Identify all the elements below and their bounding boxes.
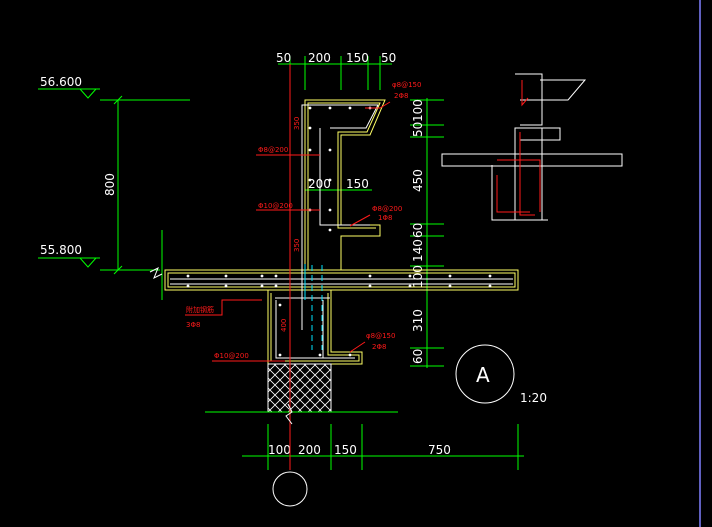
dim-mid-1: 200 (308, 177, 331, 191)
level-bottom-text: 55.800 (40, 243, 82, 257)
dim-top-2: 200 (308, 51, 331, 65)
leader-lines (185, 101, 391, 362)
foundation-hatch (267, 363, 332, 413)
section-label: A (476, 363, 490, 387)
axis-bubble (272, 471, 308, 507)
height-dimension: 800 (100, 95, 190, 275)
dim-right-2: 50 (411, 122, 425, 137)
rebar-label-1b: 2Φ8 (394, 92, 408, 100)
right-dimension-chain: 100 50 450 60 140 100 310 60 (410, 98, 444, 368)
rebar-label-5a: 附加钢筋 (186, 305, 214, 314)
dim-bottom-4: 750 (428, 443, 451, 457)
dim-bottom-1: 100 (268, 443, 291, 457)
dim-mid-2: 150 (346, 177, 369, 191)
dim-bottom-2: 200 (298, 443, 321, 457)
dim-right-6: 100 (411, 265, 425, 288)
dim-right-7: 310 (411, 309, 425, 332)
bottom-dimension-chain: 100 200 150 750 (242, 424, 524, 470)
red-dim-3: 400 (280, 319, 288, 332)
rebar-label-6a: φ8@150 (366, 332, 395, 340)
rebar-label-7: Φ10@200 (214, 352, 249, 360)
level-marker-top: 56.600 (38, 75, 100, 99)
rebar-label-3: Φ10@200 (258, 202, 293, 210)
dim-top-3: 150 (346, 51, 369, 65)
rebar-label-4a: Φ8@200 (372, 205, 402, 213)
red-dim-1: 350 (293, 117, 301, 130)
rebar-annotations: φ8@150 2Φ8 Φ8@200 Φ10@200 Φ8@200 1Φ8 附加钢… (186, 81, 421, 360)
rebar-detail-sketch (441, 73, 623, 221)
section-scale: 1:20 (520, 391, 547, 405)
dim-right-5: 140 (411, 239, 425, 262)
level-marker-bottom: 55.800 (38, 243, 100, 268)
dim-top-1: 50 (276, 51, 291, 65)
rebar-lines (170, 104, 513, 359)
break-symbols (149, 266, 293, 425)
axis-lines (289, 64, 323, 470)
height-dim-text: 800 (103, 173, 117, 196)
rebar-dots (186, 106, 492, 357)
dim-bottom-3: 150 (334, 443, 357, 457)
dim-right-1: 100 (411, 99, 425, 122)
rebar-label-2: Φ8@200 (258, 146, 288, 154)
red-dim-2: 350 (293, 239, 301, 252)
dim-right-3: 450 (411, 169, 425, 192)
rebar-label-5b: 3Φ8 (186, 321, 200, 329)
rebar-label-6b: 2Φ8 (372, 343, 386, 351)
dim-right-4: 60 (411, 223, 425, 238)
rebar-label-4b: 1Φ8 (378, 214, 392, 222)
section-marker: A 1:20 (455, 344, 547, 405)
dim-top-4: 50 (381, 51, 396, 65)
rebar-label-1a: φ8@150 (392, 81, 421, 89)
top-dimension-chain: 50 200 150 50 (276, 51, 396, 90)
level-top-text: 56.600 (40, 75, 82, 89)
concrete-outline (164, 99, 519, 365)
dim-right-8: 60 (411, 349, 425, 364)
